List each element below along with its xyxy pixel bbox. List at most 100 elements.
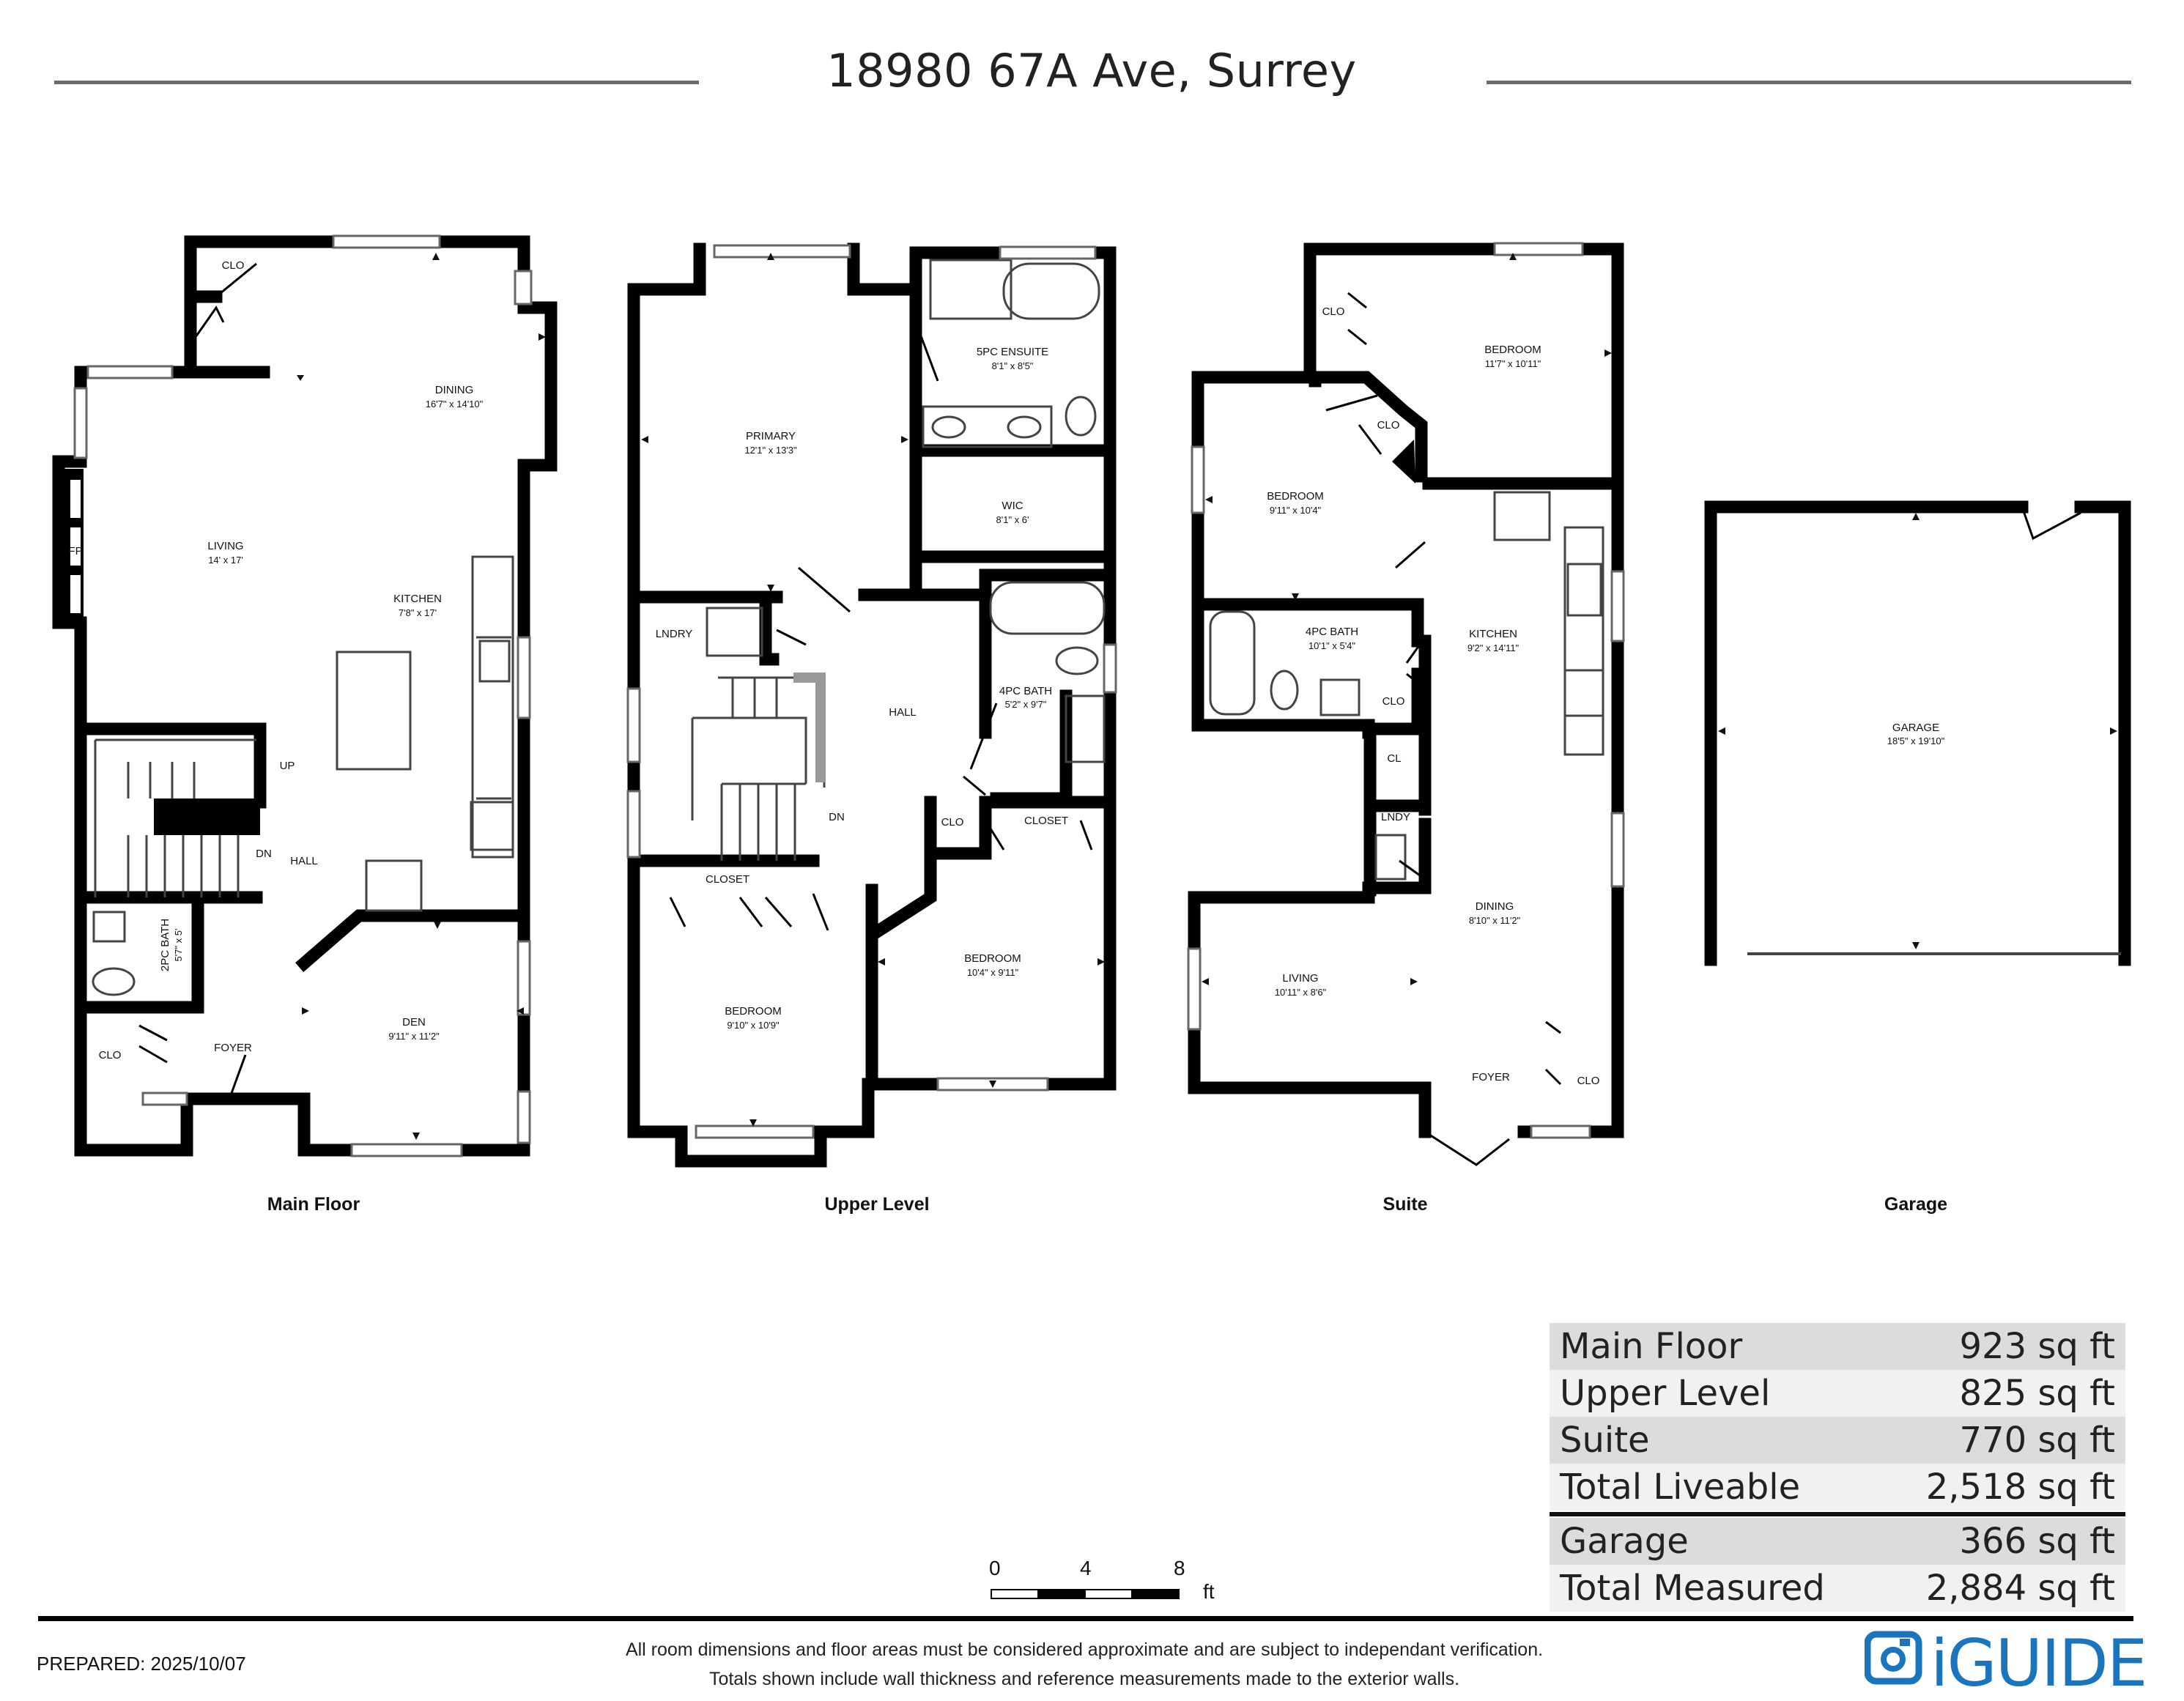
room-label: PRIMARY (746, 430, 796, 442)
main-bath-sink (92, 911, 126, 943)
upper-washer (706, 607, 763, 657)
room-label: 10'4" x 9'11" (967, 967, 1019, 978)
room-label: BEDROOM (725, 1005, 782, 1018)
room-label: 9'11" x 10'4" (1270, 505, 1322, 516)
room-label: HALL (290, 855, 318, 867)
scale-tick-0: 0 (989, 1557, 1001, 1579)
room-label: 5'2" x 9'7" (1005, 699, 1047, 710)
suite-range (1563, 669, 1604, 717)
upper-lndry-wall (759, 590, 780, 666)
room-label: LNDY (1381, 811, 1410, 823)
room-label: 18'5" x 19'10" (1887, 735, 1945, 746)
room-label: WIC (1002, 500, 1023, 512)
room-label: CLO (1322, 305, 1345, 318)
room-label: 9'10" x 10'9" (727, 1020, 780, 1031)
room-label: 8'1" x 8'5" (992, 360, 1034, 371)
room-label: 4PC BATH (999, 685, 1052, 697)
room-label: BEDROOM (1484, 344, 1541, 356)
room-label: 11'7" x 10'11" (1485, 358, 1541, 369)
room-label: CLOSET (1024, 815, 1068, 827)
suite-bath-toilet (1270, 670, 1299, 711)
logo-text: iGUIDE (1931, 1626, 2147, 1701)
upper-bedroom-wall (634, 850, 937, 1091)
room-label: 10'1" x 5'4" (1308, 640, 1355, 651)
upper-ensuite-toilet (1065, 396, 1097, 437)
upper-stairs (691, 676, 826, 861)
upper-shower (929, 259, 1013, 320)
room-label: BEDROOM (1267, 490, 1324, 503)
main-bath-wall (81, 894, 204, 1014)
room-label: 9'2" x 14'11" (1467, 642, 1519, 653)
upper-clo-wall (924, 796, 1117, 860)
room-label: DN (256, 848, 272, 860)
measurement-arrows (297, 253, 2117, 1140)
room-label: 4PC BATH (1306, 626, 1358, 638)
plan-garage: GARAGE 18'5" x 19'10" Garage (1704, 500, 2131, 1215)
disclaimer: All room dimensions and floor areas must… (513, 1635, 1656, 1694)
scale-tick-4: 4 (1080, 1557, 1092, 1579)
room-label: 8'10" x 11'2" (1469, 915, 1521, 926)
plan-upper-level: 5PC ENSUITE 8'1" x 8'5" PRIMARY 12'1" x … (626, 242, 1117, 1215)
plan-name-suite: Suite (1382, 1194, 1427, 1215)
room-label: GARAGE (1892, 722, 1939, 734)
plan-name-upper: Upper Level (824, 1194, 929, 1215)
garage-wall (1704, 500, 2131, 966)
scale-bar: 0 4 8 ft (989, 1557, 1224, 1615)
main-exterior-wall (52, 235, 558, 1157)
main-den-wall (295, 909, 530, 972)
camera-icon (1864, 1631, 1922, 1685)
upper-ensuite-tub (1002, 262, 1100, 320)
header: 18980 67A Ave, Surrey (0, 0, 2184, 147)
suite-bath-tub (1209, 610, 1256, 716)
room-label: CLO (1377, 419, 1400, 431)
suite-cl-wall (1363, 722, 1428, 897)
suite-doors (1325, 292, 1562, 1166)
room-label: UP (280, 760, 295, 772)
suite-clo-wall (1303, 242, 1322, 388)
main-kitchen-island (336, 651, 412, 771)
main-clo-wall (184, 235, 223, 303)
room-label: DEN (402, 1016, 426, 1029)
footer-rule (38, 1616, 2133, 1621)
garage-door (2021, 506, 2081, 541)
room-label: CLO (99, 1049, 122, 1061)
room-label: 14' x 17' (208, 555, 243, 566)
disclaimer-line-2: Totals shown include wall thickness and … (708, 1669, 1460, 1689)
main-stair-wall (81, 722, 267, 809)
room-label: 5PC ENSUITE (977, 346, 1048, 358)
main-stairs (94, 738, 256, 897)
suite-bath-wall (1195, 598, 1424, 735)
main-stair-landing (154, 798, 260, 835)
room-label: LIVING (207, 540, 243, 552)
room-label: FOYER (214, 1042, 252, 1054)
area-divider (1550, 1512, 2125, 1516)
room-label: KITCHEN (1469, 628, 1517, 640)
plan-main-floor: CLO DINING 16'7" x 14'10" LIVING 14' x 1… (52, 234, 558, 1215)
room-label: DN (829, 811, 845, 823)
upper-hall-wall (634, 588, 988, 604)
upper-bath-toilet (1055, 646, 1099, 675)
room-label: KITCHEN (393, 593, 442, 605)
suite-kitchen-sink (1566, 563, 1602, 617)
upper-ensuite-vanity (922, 405, 1053, 448)
room-label: LIVING (1282, 972, 1318, 985)
room-label: 10'11" x 8'6" (1275, 987, 1327, 998)
upper-doors (669, 322, 1093, 931)
room-label: FP (68, 545, 82, 557)
plan-name-garage: Garage (1884, 1194, 1947, 1215)
room-label: LNDRY (656, 628, 693, 640)
room-label: 12'1" x 13'3" (744, 445, 797, 456)
suite-laundry (1374, 834, 1407, 881)
room-label: CLO (1382, 695, 1405, 708)
disclaimer-line-1: All room dimensions and floor areas must… (625, 1639, 1544, 1660)
room-label: CLO (1577, 1075, 1600, 1087)
room-label: CL (1387, 752, 1401, 765)
title-rule-left (54, 81, 699, 84)
